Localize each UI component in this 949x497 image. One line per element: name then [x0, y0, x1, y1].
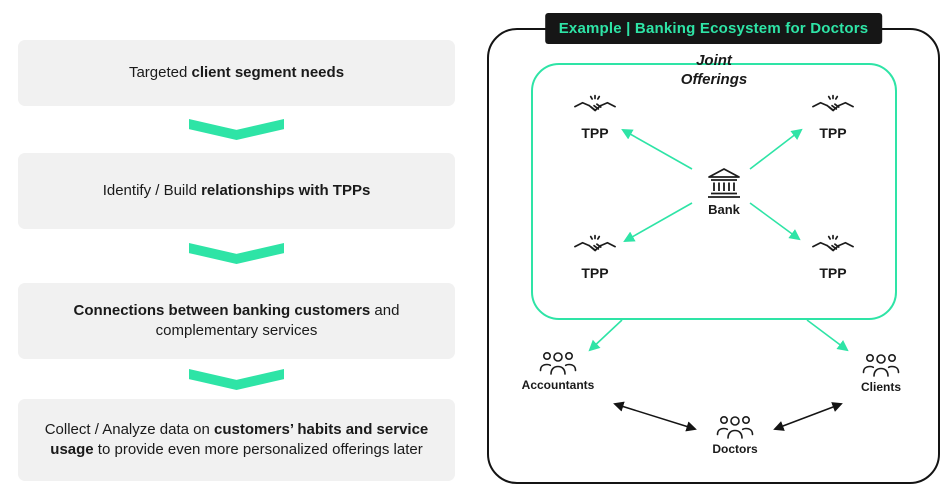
handshake-icon [812, 94, 854, 112]
accountants-label: Accountants [521, 378, 595, 392]
tpp-node-bottomright: TPP [791, 234, 875, 281]
step-4-pre: Collect / Analyze data on [44, 420, 214, 438]
joint-offerings-line1: Joint [696, 52, 732, 69]
doctors-node: Doctors [683, 414, 787, 456]
process-step-3-text: Connections between banking customers an… [44, 301, 429, 342]
accountants-node: Accountants [506, 350, 610, 392]
bank-node: Bank [682, 166, 766, 217]
arrow-box-to-clients [806, 319, 849, 352]
people-group-icon [862, 353, 900, 377]
down-arrow-icon [189, 119, 284, 140]
joint-offerings-label: Joint Offerings [641, 52, 787, 90]
bank-icon [708, 168, 740, 198]
tpp-label: TPP [581, 125, 609, 141]
people-group-icon [716, 415, 754, 439]
process-step-4-text: Collect / Analyze data on customers’ hab… [44, 420, 429, 461]
step-3-bold: Connections between banking customers [73, 301, 371, 319]
bank-label: Bank [708, 202, 740, 217]
ecosystem-panel: Example | Banking Ecosystem for Doctors … [487, 13, 940, 484]
handshake-icon [812, 234, 854, 252]
step-1-bold: client segment needs [191, 63, 345, 81]
step-2-bold: relationships with TPPs [201, 181, 371, 199]
tpp-label: TPP [819, 265, 847, 281]
joint-offerings-line2: Offerings [680, 70, 748, 88]
down-arrow-icon [189, 243, 284, 264]
panel-title-badge: Example | Banking Ecosystem for Doctors [544, 13, 883, 44]
step-3-post: and complementary services [155, 301, 400, 339]
tpp-label: TPP [819, 125, 847, 141]
process-step-1-text: Targeted client segment needs [129, 63, 344, 83]
process-step-4: Collect / Analyze data on customers’ hab… [18, 399, 455, 481]
people-group-icon [539, 351, 577, 375]
step-4-bold: customers’ habits and service usage [50, 420, 429, 458]
tpp-node-topleft: TPP [553, 94, 637, 141]
step-4-post: to provide even more personalized offeri… [93, 441, 423, 458]
tpp-label: TPP [581, 265, 609, 281]
clients-node: Clients [839, 352, 923, 394]
joint-offerings-box [531, 63, 897, 320]
down-arrow-icon [189, 369, 284, 390]
tpp-node-bottomleft: TPP [553, 234, 637, 281]
step-1-pre: Targeted [128, 63, 192, 81]
handshake-icon [574, 94, 616, 112]
tpp-node-topright: TPP [791, 94, 875, 141]
process-step-3: Connections between banking customers an… [18, 283, 455, 359]
clients-label: Clients [860, 380, 901, 394]
arrow-box-to-accountants [588, 319, 623, 352]
handshake-icon [574, 234, 616, 252]
step-2-pre: Identify / Build [102, 181, 202, 199]
process-step-2: Identify / Build relationships with TPPs [18, 153, 455, 229]
process-step-2-text: Identify / Build relationships with TPPs [103, 181, 371, 201]
process-step-1: Targeted client segment needs [18, 40, 455, 106]
doctors-label: Doctors [712, 442, 758, 456]
